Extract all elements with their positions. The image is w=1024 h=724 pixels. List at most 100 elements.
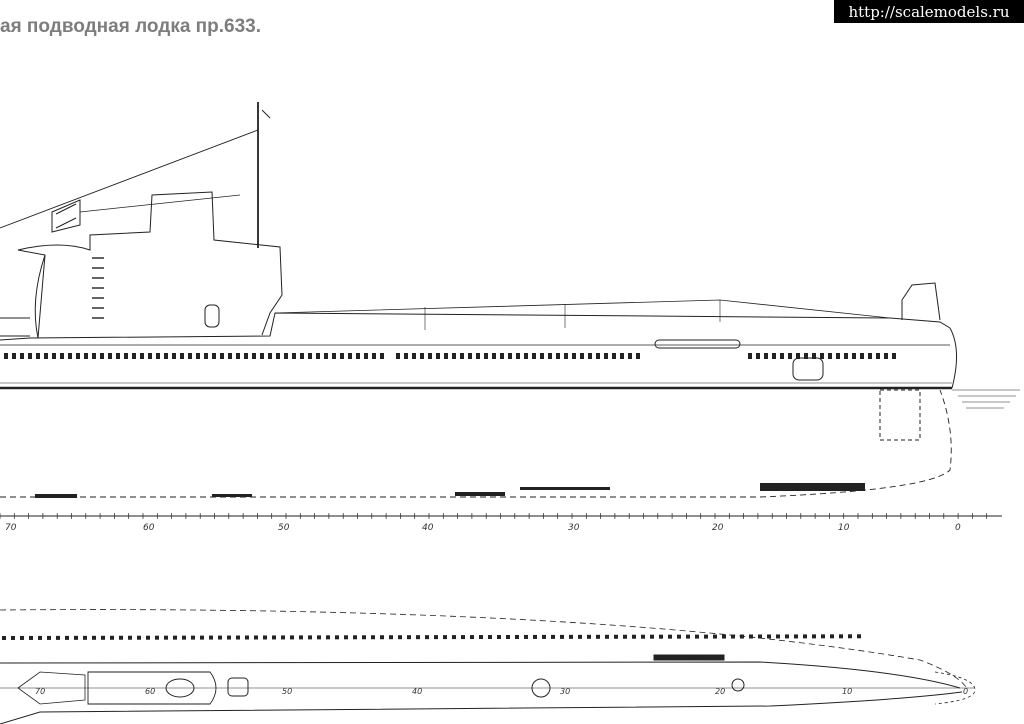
plan-deck-mark: [56, 635, 60, 640]
plan-deck-mark: [335, 635, 339, 640]
scupper-mark: [92, 353, 96, 359]
naval-flag: [51, 199, 81, 233]
plan-deck-mark: [623, 634, 627, 639]
scupper-mark: [868, 353, 872, 359]
plan-deck-mark: [497, 635, 501, 640]
scupper-mark: [188, 353, 192, 359]
scupper-mark: [796, 353, 800, 359]
plan-deck-mark: [164, 635, 168, 640]
scupper-mark: [124, 353, 128, 359]
scupper-mark: [516, 353, 520, 359]
scupper-mark: [540, 353, 544, 359]
plan-deck-mark: [506, 634, 510, 639]
hull-deck-line: [0, 312, 951, 341]
plan-deck-mark: [191, 635, 195, 640]
scupper-mark: [828, 353, 832, 359]
bow-fitting: [901, 282, 941, 321]
scupper-mark: [316, 353, 320, 359]
plan-deck-mark: [38, 635, 42, 640]
source-watermark[interactable]: http://scalemodels.ru: [834, 0, 1024, 23]
keel-outline: [0, 389, 952, 498]
scupper-mark: [548, 353, 552, 359]
scupper-mark: [180, 353, 184, 359]
plan-deck-mark: [362, 635, 366, 640]
scupper-mark: [380, 353, 384, 359]
plan-deck-mark: [668, 634, 672, 639]
plan-deck-mark: [29, 635, 33, 640]
scupper-mark: [364, 353, 368, 359]
plan-deck-mark: [677, 634, 681, 639]
plan-deck-mark: [749, 634, 753, 639]
scupper-mark: [108, 353, 112, 359]
scupper-mark: [196, 353, 200, 359]
plan-deck-mark: [155, 635, 159, 640]
scupper-mark: [476, 353, 480, 359]
plan-deck-mark: [452, 635, 456, 640]
plan-label-10: 10: [842, 687, 852, 696]
plan-deck-mark: [551, 634, 555, 639]
scupper-mark: [60, 353, 64, 359]
scupper-mark: [308, 353, 312, 359]
scupper-mark: [588, 353, 592, 359]
plan-deck-mark: [704, 634, 708, 639]
scupper-mark: [212, 353, 216, 359]
plan-deck-mark: [389, 635, 393, 640]
plan-deck-mark: [488, 635, 492, 640]
plan-deck-mark: [263, 635, 267, 640]
plan-view: [0, 609, 976, 724]
scupper-mark: [860, 353, 864, 359]
plan-deck-mark: [695, 634, 699, 639]
scupper-mark: [788, 353, 792, 359]
plan-deck-mark: [236, 635, 240, 640]
plan-deck-mark: [101, 635, 105, 640]
plan-deck-mark: [317, 635, 321, 640]
plan-deck-mark: [254, 635, 258, 640]
plan-deck-mark: [65, 635, 69, 640]
scupper-mark: [484, 353, 488, 359]
plan-deck-mark: [209, 635, 213, 640]
keel-markings: [35, 483, 865, 498]
scupper-mark: [20, 353, 24, 359]
plan-deck-mark: [533, 634, 537, 639]
plan-deck-mark: [740, 634, 744, 639]
scupper-mark: [820, 353, 824, 359]
plan-deck-mark: [245, 635, 249, 640]
scupper-mark: [276, 353, 280, 359]
plan-deck-mark: [200, 635, 204, 640]
scupper-mark: [292, 353, 296, 359]
plan-deck-mark: [650, 634, 654, 639]
scupper-mark: [596, 353, 600, 359]
scupper-mark: [572, 353, 576, 359]
antenna-wire: [0, 129, 259, 229]
scale-ticks: [0, 513, 988, 519]
scupper-mark: [772, 353, 776, 359]
bow-profile: [949, 327, 957, 389]
plan-deck-mark: [839, 634, 843, 639]
plan-deck-mark: [803, 634, 807, 639]
plan-deck-mark: [686, 634, 690, 639]
plan-deck-mark: [371, 635, 375, 640]
scupper-mark: [76, 353, 80, 359]
plan-deck-mark: [560, 634, 564, 639]
plan-deck-mark: [227, 635, 231, 640]
sail-plan: [87, 671, 217, 705]
plan-deck-mark: [2, 635, 6, 640]
sea-surface-lines: [952, 389, 1020, 409]
plan-deck-mark: [290, 635, 294, 640]
scupper-mark: [452, 353, 456, 359]
plan-deck-mark: [137, 635, 141, 640]
tower-hatch: [204, 304, 220, 328]
scupper-mark: [804, 353, 808, 359]
scupper-mark: [396, 353, 400, 359]
scupper-mark: [156, 353, 160, 359]
scupper-mark: [228, 353, 232, 359]
scupper-mark: [492, 353, 496, 359]
hatch-circle: [531, 678, 551, 698]
plan-deck-mark: [344, 635, 348, 640]
torpedo-loading-hatch: [653, 654, 725, 661]
scupper-mark: [68, 353, 72, 359]
plan-deck-mark: [299, 635, 303, 640]
scupper-mark: [252, 353, 256, 359]
scupper-mark: [524, 353, 528, 359]
scale-label-20: 20: [712, 523, 724, 533]
